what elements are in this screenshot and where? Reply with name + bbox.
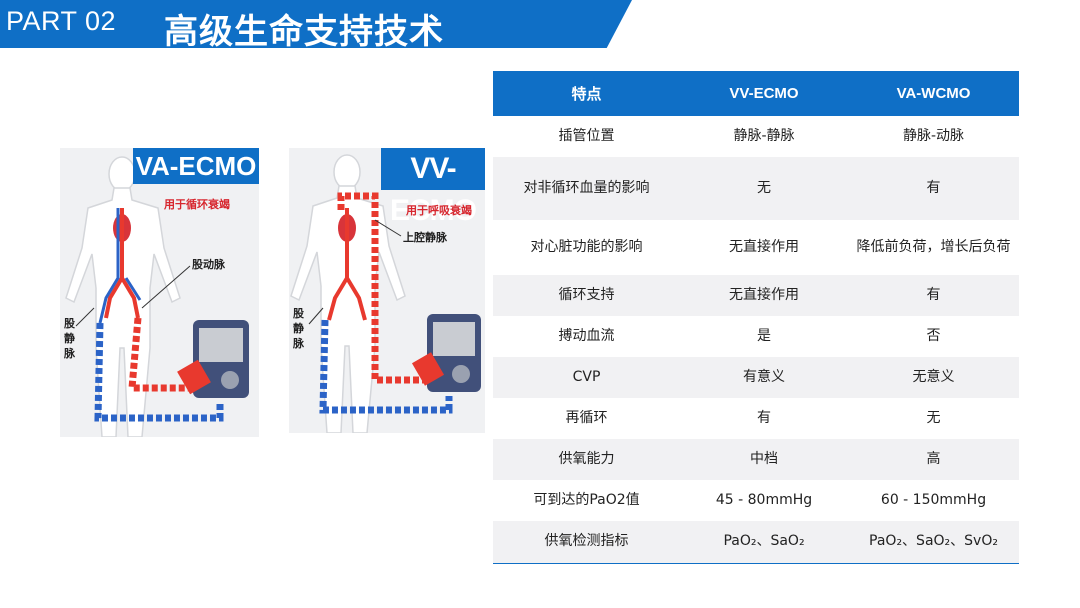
femoral-artery-label: 股动脉: [192, 258, 225, 271]
table-header-row: 特点 VV-ECMO VA-WCMO: [493, 71, 1019, 116]
vv-cell: 有意义: [680, 357, 848, 398]
table-row: 插管位置 静脉-静脉 静脉-动脉: [493, 116, 1019, 157]
feature-cell: 可到达的PaO2值: [493, 480, 680, 521]
feature-cell: 搏动血流: [493, 316, 680, 357]
header-feature: 特点: [493, 71, 680, 116]
feature-cell: CVP: [493, 357, 680, 398]
table-row: 搏动血流 是 否: [493, 316, 1019, 357]
va-cell: 静脉-动脉: [848, 116, 1019, 157]
va-cell: 无: [848, 398, 1019, 439]
va-cell: 无意义: [848, 357, 1019, 398]
vv-ecmo-usage-label: 用于呼吸衰竭: [406, 204, 472, 217]
slide-title: 高级生命支持技术: [164, 12, 444, 52]
ecmo-comparison-table: 特点 VV-ECMO VA-WCMO 插管位置 静脉-静脉 静脉-动脉 对非循环…: [493, 71, 1019, 564]
vv-cell: PaO₂、SaO₂: [680, 521, 848, 564]
va-cell: 60 - 150mmHg: [848, 480, 1019, 521]
va-cell: 有: [848, 275, 1019, 316]
vv-cell: 无: [680, 157, 848, 220]
ecmo-machine: [411, 314, 481, 392]
feature-cell: 供氧能力: [493, 439, 680, 480]
vv-cell: 是: [680, 316, 848, 357]
va-ecmo-illustration: VA-ECMO 用于循环衰竭 股动脉 股 静 脉: [60, 148, 259, 437]
va-cell: 否: [848, 316, 1019, 357]
vv-ecmo-badge: VV-ECMO: [381, 148, 485, 227]
vv-ecmo-diagram: [290, 154, 481, 433]
va-ecmo-badge: VA-ECMO: [133, 148, 259, 184]
body-silhouette: [65, 156, 181, 437]
feature-cell: 插管位置: [493, 116, 680, 157]
header-va-ecmo: VA-WCMO: [848, 71, 1019, 116]
part-label: PART 02: [6, 6, 117, 36]
feature-cell: 对心脏功能的影响: [493, 220, 680, 275]
table-row: 循环支持 无直接作用 有: [493, 275, 1019, 316]
feature-cell: 循环支持: [493, 275, 680, 316]
table-row: 再循环 有 无: [493, 398, 1019, 439]
feature-cell: 供氧检测指标: [493, 521, 680, 564]
feature-cell: 对非循环血量的影响: [493, 157, 680, 220]
table-row: 对心脏功能的影响 无直接作用 降低前负荷，增长后负荷: [493, 220, 1019, 275]
table-row: 供氧检测指标 PaO₂、SaO₂ PaO₂、SaO₂、SvO₂: [493, 521, 1019, 564]
vv-cell: 中档: [680, 439, 848, 480]
vv-cell: 无直接作用: [680, 275, 848, 316]
table-row: 供氧能力 中档 高: [493, 439, 1019, 480]
vv-ecmo-illustration: VV-ECMO 用于呼吸衰竭 上腔静脉 股 静 脉: [289, 148, 485, 433]
vv-cell: 无直接作用: [680, 220, 848, 275]
table-row: 对非循环血量的影响 无 有: [493, 157, 1019, 220]
vv-cell: 静脉-静脉: [680, 116, 848, 157]
va-cell: PaO₂、SaO₂、SvO₂: [848, 521, 1019, 564]
va-cell: 高: [848, 439, 1019, 480]
vv-cell: 有: [680, 398, 848, 439]
title-banner: [0, 0, 632, 48]
va-ecmo-usage-label: 用于循环衰竭: [164, 198, 230, 211]
femoral-vein-label-va: 股 静 脉: [64, 317, 75, 360]
va-ecmo-diagram: [65, 156, 249, 437]
table-row: CVP 有意义 无意义: [493, 357, 1019, 398]
header-vv-ecmo: VV-ECMO: [680, 71, 848, 116]
svc-label: 上腔静脉: [403, 231, 447, 244]
feature-cell: 再循环: [493, 398, 680, 439]
ecmo-machine: [177, 320, 249, 398]
vv-cell: 45 - 80mmHg: [680, 480, 848, 521]
va-cell: 降低前负荷，增长后负荷: [848, 220, 1019, 275]
table-row: 可到达的PaO2值 45 - 80mmHg 60 - 150mmHg: [493, 480, 1019, 521]
va-cell: 有: [848, 157, 1019, 220]
femoral-vein-label-vv: 股 静 脉: [293, 307, 304, 350]
